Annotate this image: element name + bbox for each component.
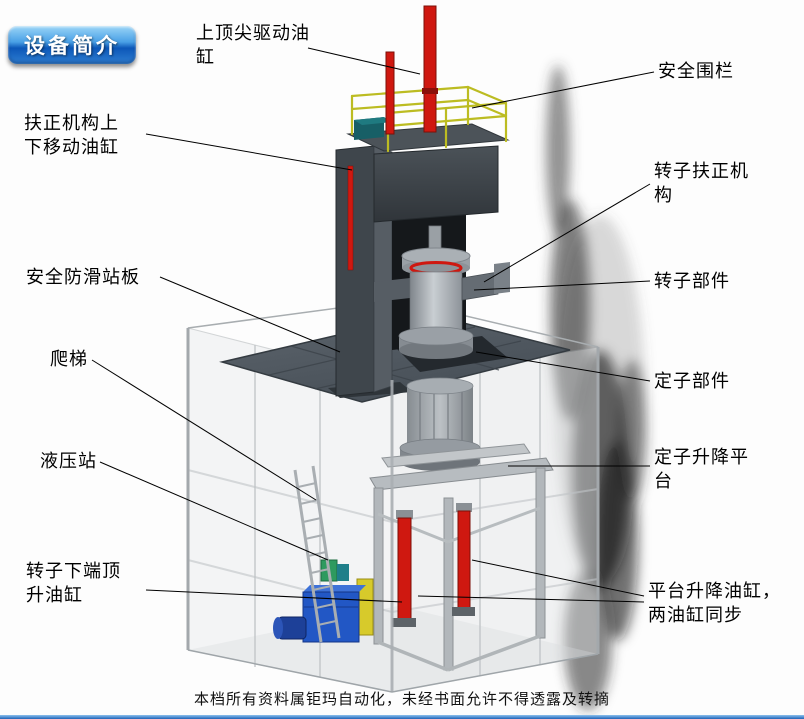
label-top-tip-cylinder: 上顶尖驱动油 缸 — [196, 23, 310, 67]
title-badge: 设备简介 — [8, 26, 136, 64]
confidentiality-note: 本档所有资料属钜玛自动化，未经书面允许不得透露及转摘 — [193, 691, 610, 708]
pit-front-edges — [187, 380, 599, 693]
hydraulic-station-unit — [273, 559, 374, 643]
label-ladder: 爬梯 — [50, 349, 88, 369]
lift-frame — [369, 443, 554, 672]
leader-lines — [91, 47, 655, 603]
label-platform-lift-cylinders: 平台升降油缸， 两油缸同步 — [648, 581, 781, 625]
label-stator-lift-platform: 定子升降平 台 — [654, 447, 749, 491]
bottom-accent-bar — [0, 715, 804, 719]
label-centering-move-cylinder: 扶正机构上 下移动油缸 — [24, 113, 119, 157]
centering-cylinder-rod — [347, 165, 354, 271]
label-hydraulic-station: 液压站 — [40, 451, 97, 471]
label-safety-fence: 安全围栏 — [658, 61, 734, 81]
ladder-structure — [293, 465, 341, 643]
label-stator-part: 定子部件 — [654, 371, 730, 391]
drive-cylinder-rods — [385, 5, 438, 135]
label-rotor-centering: 转子扶正机 构 — [654, 161, 749, 205]
label-rotor-part: 转子部件 — [654, 271, 730, 291]
safety-railing — [350, 85, 508, 153]
rotor-assembly — [374, 225, 510, 359]
platform-lift-cylinder-rods — [392, 503, 475, 627]
label-antislip-platform: 安全防滑站板 — [26, 267, 140, 287]
label-rotor-bottom-jack: 转子下端顶 升油缸 — [26, 561, 121, 605]
